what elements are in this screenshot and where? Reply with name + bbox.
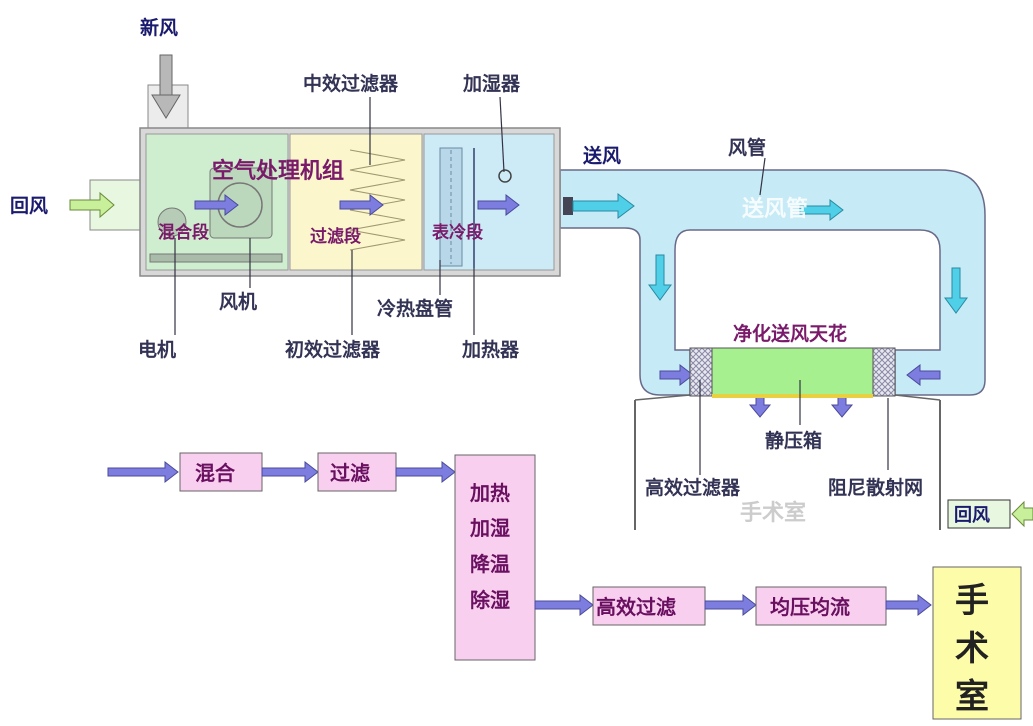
flow-equalize: 均压均流	[770, 595, 850, 619]
supply-duct	[559, 169, 986, 396]
supply-air-label: 送风	[583, 144, 621, 167]
room-char-2: 术	[955, 629, 989, 669]
clean-ceiling	[689, 347, 896, 398]
flow-hepa: 高效过滤	[596, 595, 676, 619]
flow-treat-2: 加湿	[469, 516, 510, 540]
supply-duct-label: 送风管	[742, 196, 808, 222]
return-air-label-left: 回风	[10, 195, 48, 217]
primary-filter-label: 初效过滤器	[285, 338, 381, 361]
coil-label: 冷热盘管	[377, 297, 453, 320]
process-flow: 混合 过滤 加热 加湿 降温 除湿 高效过滤 均压均流 手 术 室	[107, 452, 1022, 720]
mixing-section-label: 混合段	[158, 222, 209, 243]
fresh-air-label: 新风	[140, 16, 178, 39]
diffuser-label: 阻尼散射网	[828, 476, 923, 499]
leader-lines	[174, 96, 889, 475]
plenum-label: 静压箱	[765, 429, 822, 452]
return-air-right: 回风	[947, 499, 1033, 529]
fresh-air-arrow	[151, 54, 181, 119]
return-air-arrow-left	[69, 191, 115, 219]
fan-label: 风机	[219, 291, 257, 313]
room-char-1: 手	[955, 581, 989, 621]
return-air-label-right: 回风	[954, 505, 990, 526]
flow-treat-3: 降温	[470, 552, 510, 576]
motor-label: 电机	[138, 338, 176, 361]
cooling-section-label: 表冷段	[432, 222, 483, 243]
flow-treat-1: 加热	[469, 481, 510, 505]
humidifier-icon	[498, 169, 512, 183]
or-room-faded-label: 手术室	[740, 500, 806, 526]
flow-mix: 混合	[195, 461, 236, 485]
ceiling-label: 净化送风天花	[733, 322, 847, 345]
heater-label: 加热器	[461, 338, 520, 361]
duct-label: 风管	[728, 136, 766, 159]
room-char-3: 室	[955, 677, 989, 717]
hepa-label: 高效过滤器	[645, 476, 741, 499]
flow-treat-4: 除湿	[470, 588, 510, 612]
ahu-title: 空气处理机组	[212, 158, 344, 184]
filter-section-label: 过滤段	[310, 226, 361, 247]
medium-filter-label: 中效过滤器	[303, 72, 399, 95]
flow-filter: 过滤	[330, 461, 370, 485]
humidifier-label: 加湿器	[462, 73, 521, 95]
